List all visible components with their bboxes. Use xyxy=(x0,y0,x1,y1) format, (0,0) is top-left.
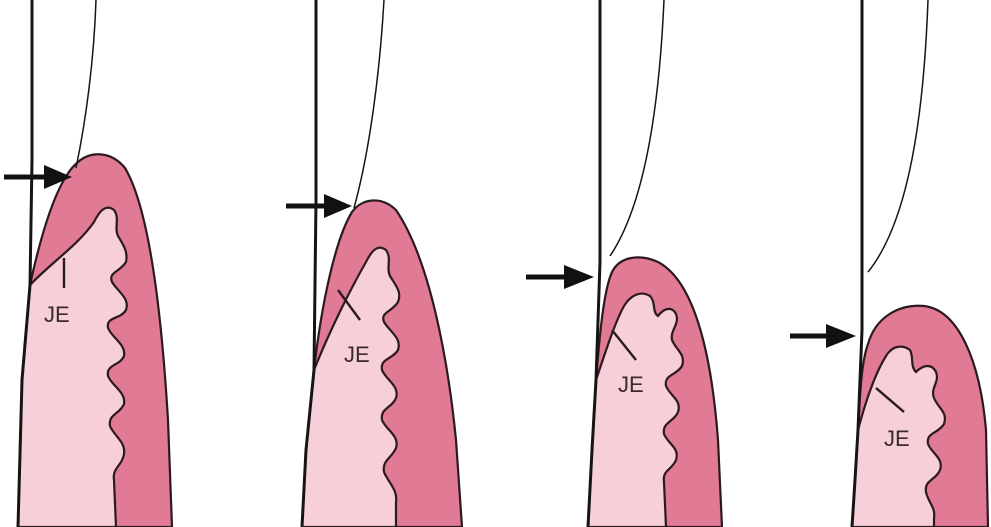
je-label-3: JE xyxy=(618,372,644,397)
panel-1: JE xyxy=(4,0,172,527)
enamel-edge-2 xyxy=(354,0,384,208)
gingiva-inner-2 xyxy=(302,248,399,527)
je-label-4: JE xyxy=(884,426,910,451)
panel-4: JE xyxy=(790,0,988,527)
gingiva-inner-1 xyxy=(18,208,127,527)
enamel-edge-4 xyxy=(868,0,928,272)
je-label-1: JE xyxy=(44,302,70,327)
panel-2: JE xyxy=(286,0,462,527)
arrow-icon-4 xyxy=(826,324,856,348)
enamel-edge-1 xyxy=(76,0,96,168)
je-label-2: JE xyxy=(344,342,370,367)
arrow-icon-3 xyxy=(564,265,594,289)
panel-3: JE xyxy=(526,0,722,527)
arrow-icon-2 xyxy=(324,194,352,218)
enamel-edge-3 xyxy=(610,0,664,256)
